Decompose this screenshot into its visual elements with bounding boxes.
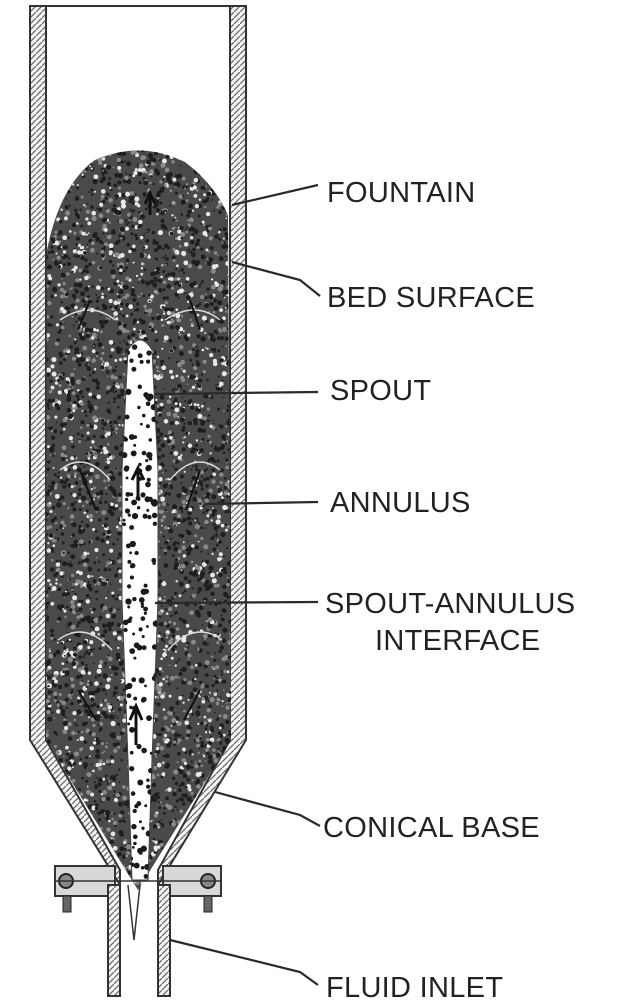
- label-spout: SPOUT: [330, 375, 431, 407]
- label-annulus: ANNULUS: [330, 487, 471, 519]
- fluid-inlet-pipe: [108, 885, 170, 996]
- label-interface-line1: SPOUT-ANNULUS: [325, 588, 575, 620]
- leader-fluid-inlet: [170, 940, 318, 985]
- leader-interface: [155, 602, 318, 603]
- label-fountain: FOUNTAIN: [327, 177, 475, 209]
- label-conical-base: CONICAL BASE: [323, 812, 540, 844]
- label-interface-line2: INTERFACE: [375, 625, 540, 657]
- leader-conical-base: [215, 792, 320, 826]
- labels: FOUNTAIN BED SURFACE SPOUT ANNULUS SPOUT…: [323, 177, 575, 1000]
- label-bed-surface: BED SURFACE: [327, 282, 535, 314]
- label-fluid-inlet: FLUID INLET: [326, 972, 503, 1000]
